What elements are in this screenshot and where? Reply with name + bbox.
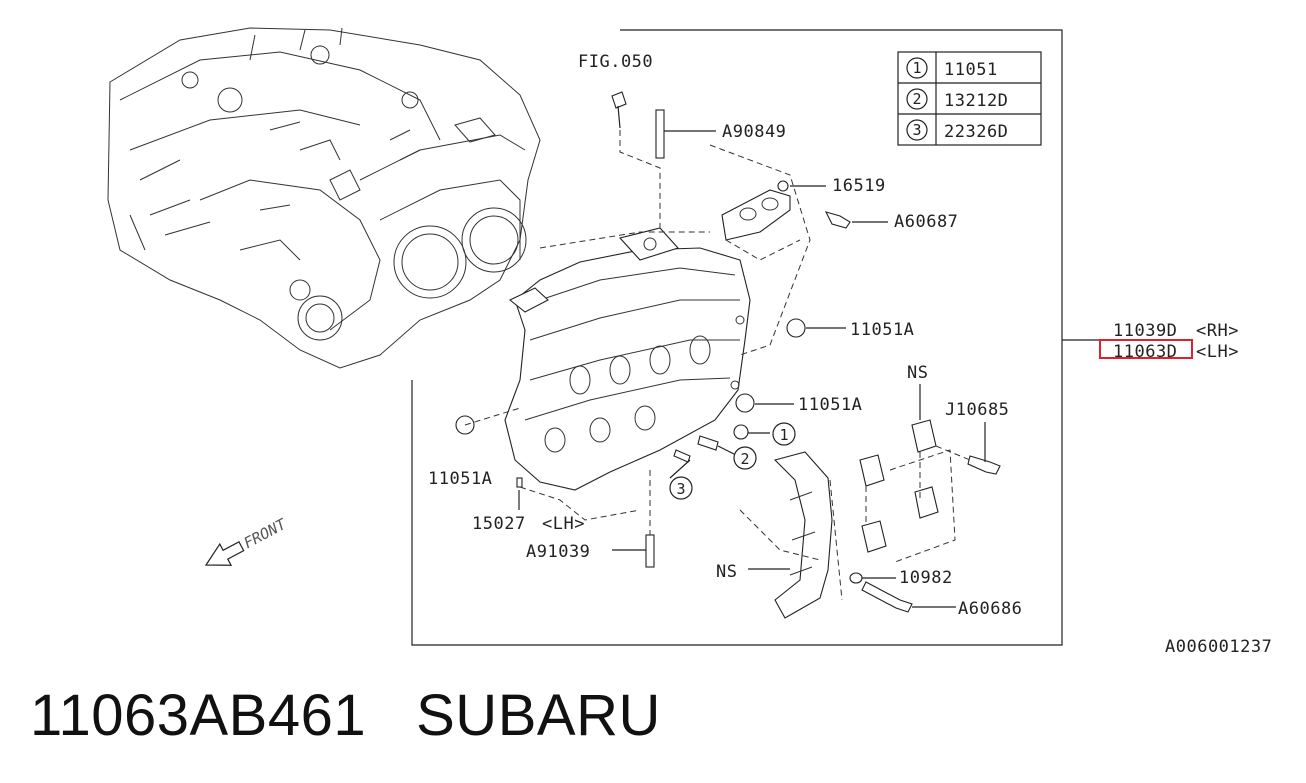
label-11051a-top[interactable]: 11051A <box>850 320 914 340</box>
label-10982[interactable]: 10982 <box>899 568 953 588</box>
label-11051a-mid[interactable]: 11051A <box>798 395 862 415</box>
small-parts <box>455 91 1001 619</box>
legend-num-2: 2 <box>912 90 921 108</box>
engine-block-illustration <box>107 27 541 369</box>
label-11051a-left[interactable]: 11051A <box>428 469 492 489</box>
label-a90849[interactable]: A90849 <box>722 122 786 142</box>
dashed-guides <box>464 130 971 601</box>
label-a60687[interactable]: A60687 <box>894 212 958 232</box>
brand-name: SUBARU <box>416 683 661 748</box>
part-number: 11063AB461 <box>30 683 367 748</box>
front-arrow: FRONT <box>204 515 290 566</box>
legend-code-3: 22326D <box>944 122 1008 142</box>
diagram-frame <box>411 29 1063 646</box>
label-lh-side: <LH> <box>1196 342 1239 362</box>
callout-circle-3: 3 <box>676 480 685 498</box>
label-16519[interactable]: 16519 <box>832 176 886 196</box>
callout-circle-2: 2 <box>740 450 749 468</box>
label-a60686[interactable]: A60686 <box>958 599 1022 619</box>
part-labels: FIG.050 A90849 16519 A60687 11051A 11051… <box>428 52 1272 657</box>
legend-table: 1 2 3 11051 13212D 22326D <box>897 51 1042 146</box>
legend-num-3: 3 <box>912 121 921 139</box>
callout-circles: 1 2 3 <box>669 422 796 500</box>
front-label: FRONT <box>241 515 290 553</box>
cylinder-head-illustration <box>504 227 751 491</box>
leader-lines <box>518 130 1100 608</box>
label-rh-side: <RH> <box>1196 321 1239 341</box>
label-fig-ref[interactable]: FIG.050 <box>578 52 653 72</box>
label-rh-code[interactable]: 11039D <box>1113 321 1177 341</box>
legend-code-2: 13212D <box>944 91 1008 111</box>
part-caption: 11063AB461 SUBARU <box>30 682 711 749</box>
legend-code-1: 11051 <box>944 60 998 80</box>
legend-num-1: 1 <box>912 59 921 77</box>
label-ns-bottom[interactable]: NS <box>716 562 737 582</box>
label-ns-top[interactable]: NS <box>907 363 928 383</box>
label-j10685[interactable]: J10685 <box>945 400 1009 420</box>
label-15027-side: <LH> <box>542 514 585 534</box>
highlight-box <box>1099 339 1193 359</box>
label-a91039[interactable]: A91039 <box>526 542 590 562</box>
label-15027[interactable]: 15027 <box>472 514 526 534</box>
diagram-id: A006001237 <box>1165 637 1272 657</box>
callout-circle-1: 1 <box>779 426 788 444</box>
